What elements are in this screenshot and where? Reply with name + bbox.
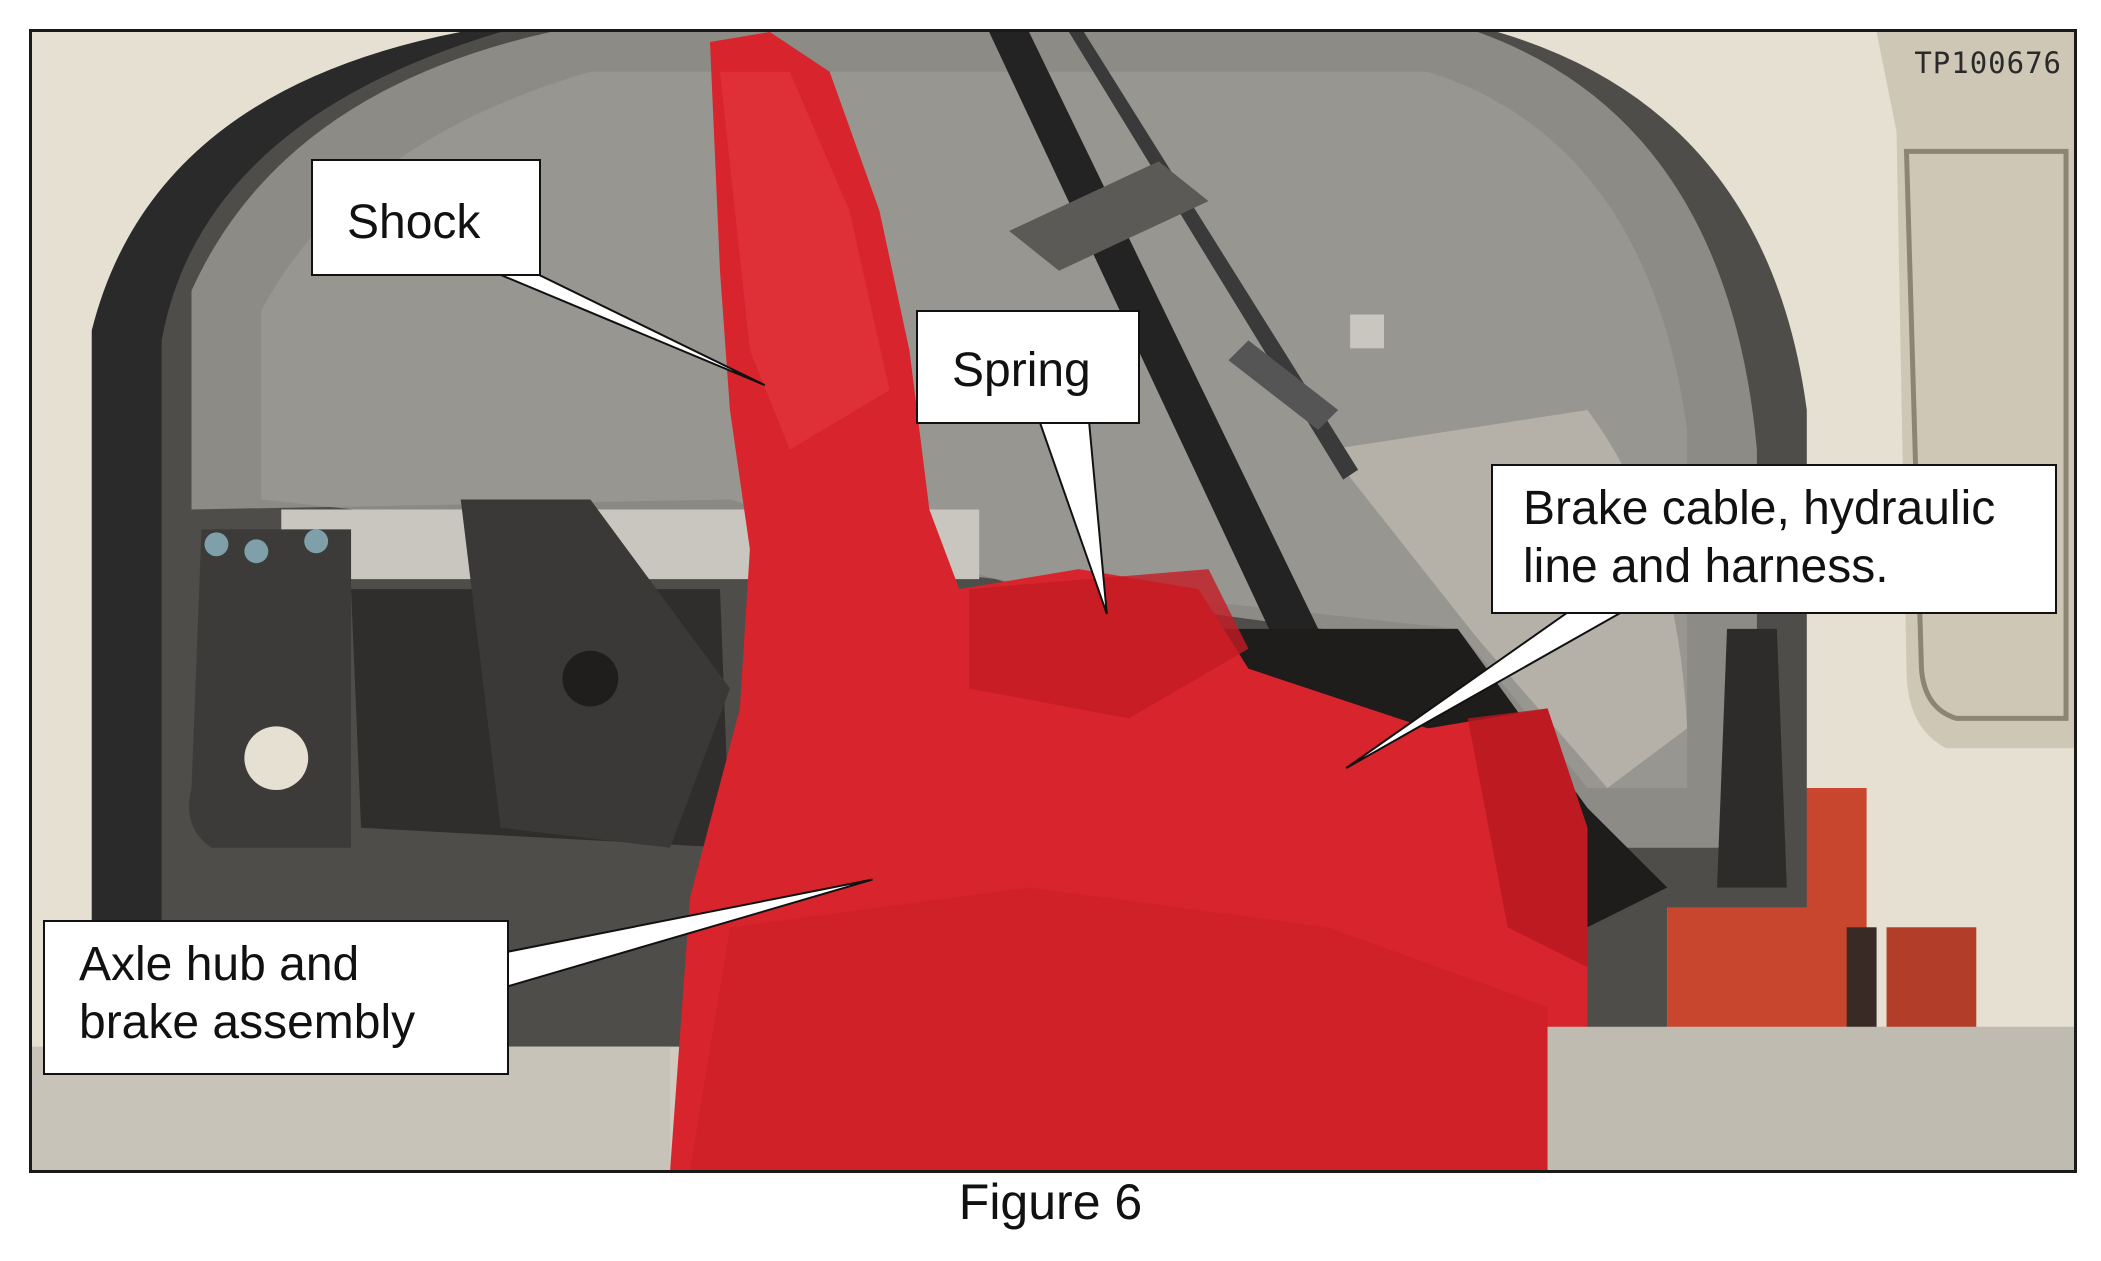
callout-axle-line-1: Axle hub and [79, 938, 360, 991]
photo-id-label: TP100676 [1914, 46, 2062, 80]
figure-caption: Figure 6 [958, 1174, 1143, 1230]
callout-axle-hub: Axle hub and brake assembly [43, 920, 509, 1075]
callout-brake-line-1: Brake cable, hydraulic [1523, 482, 1996, 535]
callout-spring: Spring [916, 310, 1140, 424]
callout-shock: Shock [311, 159, 541, 276]
callout-brake-cable: Brake cable, hydraulic line and harness. [1491, 464, 2057, 614]
mud-flap [1717, 628, 1787, 888]
callout-brake-line-2: line and harness. [1523, 540, 1889, 593]
shock-rod [989, 32, 1319, 649]
suspension-bracket [189, 529, 352, 848]
door-panel [1876, 32, 2074, 749]
callout-axle-line-2: brake assembly [79, 996, 416, 1049]
cable-spring [1228, 340, 1339, 430]
liner-bracket [1009, 161, 1209, 271]
brake-cable [1068, 32, 1359, 480]
callout-shock-label: Shock [347, 196, 481, 249]
callout-spring-label: Spring [952, 344, 1091, 397]
figure-photo-frame: Shock Spring Brake cable, hydraulic line… [29, 29, 2077, 1173]
